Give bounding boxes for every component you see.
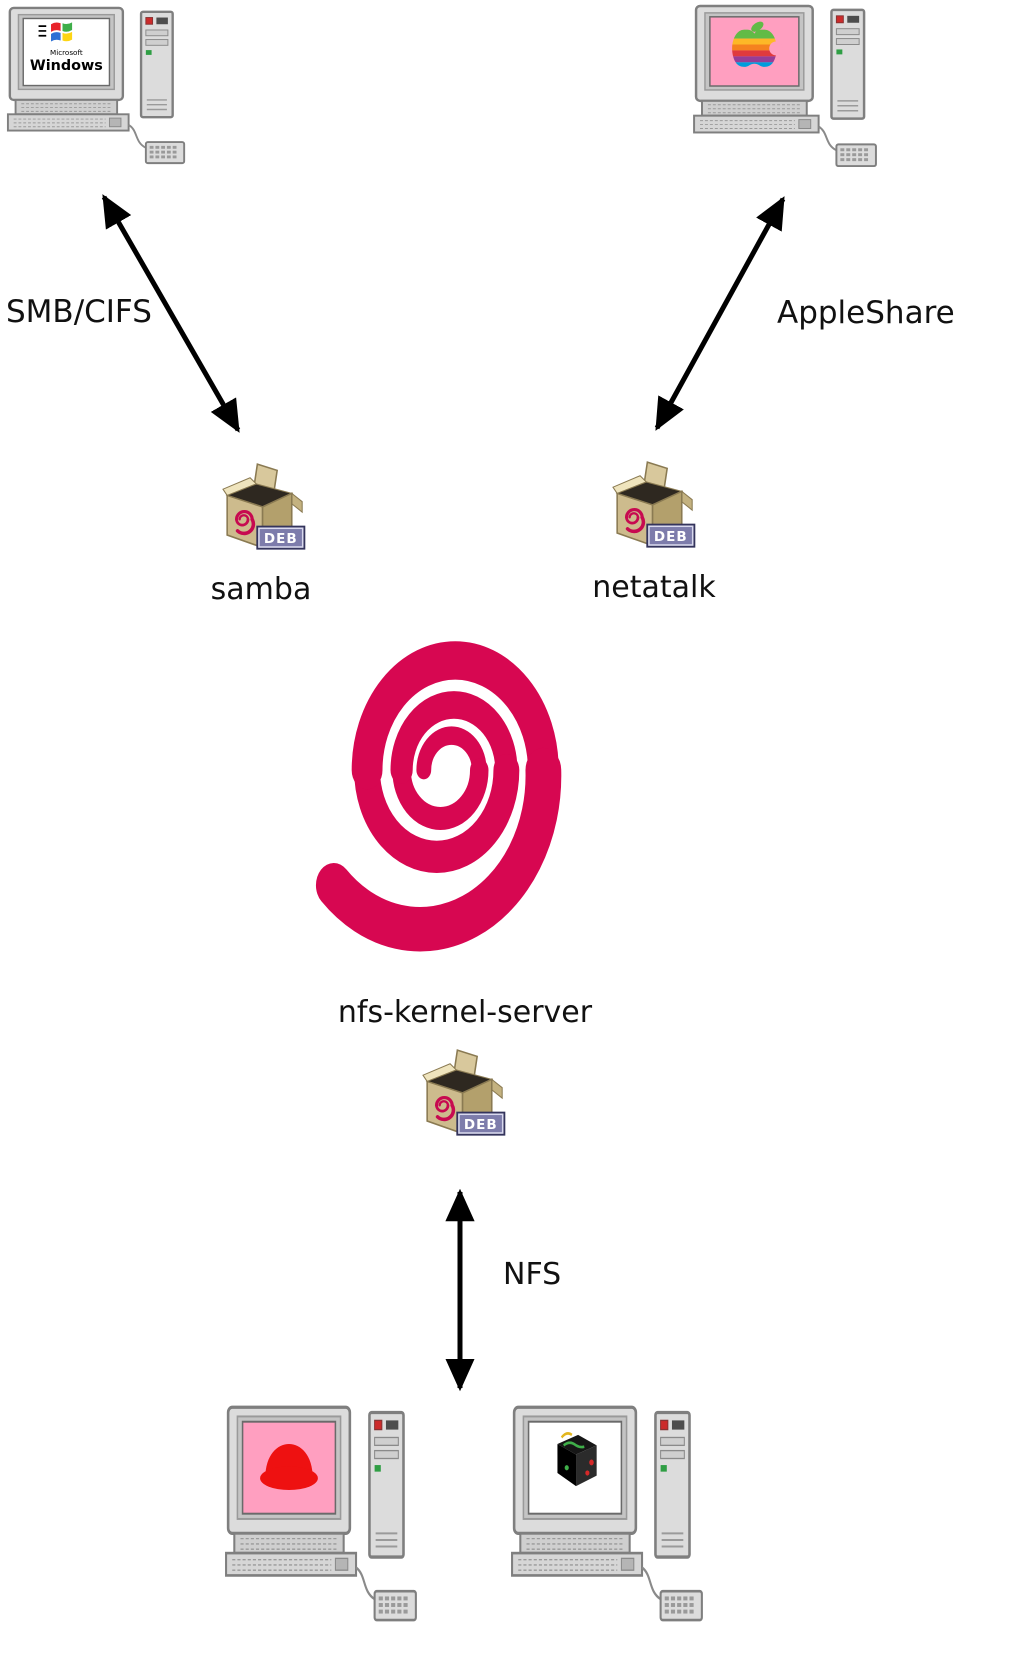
- netatalk-deb-package-icon: DEB: [598, 458, 703, 557]
- nfs-package-label: nfs-kernel-server: [337, 995, 593, 1030]
- red-hat-logo-icon: [260, 1444, 318, 1491]
- deb-badge: DEB: [264, 531, 298, 547]
- samba-deb-package-icon: DEB: [208, 460, 313, 559]
- samba-package-label: samba: [210, 572, 312, 607]
- windows-logo-icon: [38, 22, 73, 42]
- apple-screen: [709, 16, 800, 87]
- netatalk-package-label: netatalk: [592, 570, 716, 605]
- unix-computer-icon: [510, 1402, 706, 1628]
- unix-screen: [527, 1420, 623, 1515]
- nfs-protocol-label: NFS: [503, 1257, 562, 1292]
- windows-computer-icon: Microsoft Windows: [6, 4, 188, 169]
- windows-screen: Microsoft Windows: [22, 17, 111, 87]
- apple-computer-icon: [692, 2, 880, 172]
- windows-label: Windows: [30, 58, 103, 74]
- unix-cube-logo-icon: [557, 1432, 597, 1487]
- microsoft-label: Microsoft: [50, 48, 83, 57]
- deb-badge: DEB: [654, 529, 688, 545]
- debian-swirl-icon: [315, 641, 562, 952]
- appleshare-arrow: [654, 196, 786, 431]
- redhat-computer-icon: [224, 1402, 420, 1628]
- deb-badge: DEB: [464, 1117, 498, 1133]
- smb-protocol-label: SMB/CIFS: [6, 294, 152, 330]
- nfs-deb-package-icon: DEB: [408, 1046, 513, 1145]
- redhat-screen: [241, 1420, 337, 1515]
- appleshare-protocol-label: AppleShare: [777, 295, 955, 331]
